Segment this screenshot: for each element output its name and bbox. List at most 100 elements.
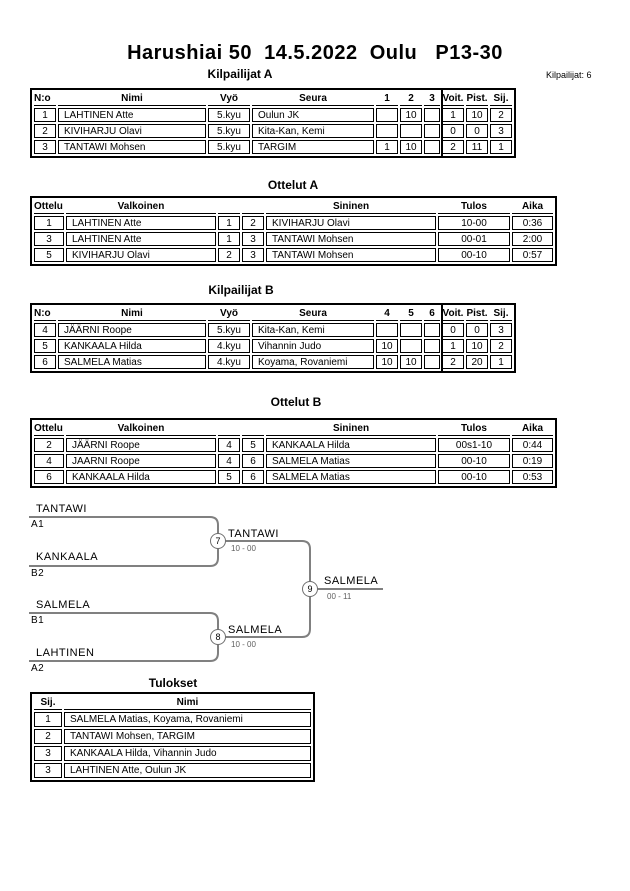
cell-match: 4	[34, 454, 64, 468]
col-header-m2: 5	[400, 307, 422, 321]
pool-b-heading: Kilpailijat B	[208, 283, 274, 297]
cell-match: 2	[34, 438, 64, 452]
cell-wins: 0	[442, 323, 464, 337]
bracket-slot-a1-seed: A1	[31, 519, 45, 530]
cell-wno: 1	[218, 216, 240, 230]
pool-a-table: N:o Nimi Vyö Seura 1 2 3 Voit. Pist. Sij…	[30, 88, 516, 158]
bracket-sf2-winner: SALMELA	[228, 624, 283, 636]
cell-name: TANTAWI Mohsen, TARGIM	[64, 729, 311, 744]
cell-white: KIVIHARJU Olavi	[66, 248, 216, 262]
results-heading: Tulokset	[148, 676, 198, 690]
cell-wins: 2	[442, 140, 464, 154]
cell-wins: 1	[442, 108, 464, 122]
cell-m1: 10	[376, 339, 398, 353]
cell-points: 10	[466, 108, 488, 122]
group-divider	[441, 88, 443, 158]
cell-blue: SALMELA Matias	[266, 454, 436, 468]
cell-result: 00s1-10	[438, 438, 510, 452]
cell-blue: SALMELA Matias	[266, 470, 436, 484]
cell-wins: 2	[442, 355, 464, 369]
cell-time: 2:00	[512, 232, 553, 246]
col-header-no: N:o	[34, 307, 56, 321]
bracket-sf1-winner: TANTAWI	[228, 528, 279, 540]
header-row: Ottelu Valkoinen Sininen Tulos Aika	[34, 422, 553, 436]
col-header-bno	[242, 200, 264, 214]
col-header-place: Sij.	[490, 307, 512, 321]
cell-result: 00-10	[438, 248, 510, 262]
cell-place: 2	[490, 108, 512, 122]
cell-club: Kita-Kan, Kemi	[252, 323, 374, 337]
cell-place: 2	[34, 729, 62, 744]
col-header-belt: Vyö	[208, 307, 250, 321]
cell-points: 10	[466, 339, 488, 353]
cell-no: 1	[34, 108, 56, 122]
matches-a-heading: Ottelut A	[267, 178, 319, 192]
bracket-lines	[29, 516, 383, 662]
header-row: Sij. Nimi	[34, 696, 311, 710]
cell-place: 3	[490, 323, 512, 337]
cell-result: 00-10	[438, 454, 510, 468]
cell-m3	[424, 108, 440, 122]
col-header-club: Seura	[252, 92, 374, 106]
cell-m2	[400, 323, 422, 337]
col-header-match: Ottelu	[34, 423, 64, 436]
col-header-m1: 4	[376, 307, 398, 321]
cell-points: 11	[466, 140, 488, 154]
cell-white: LAHTINEN Atte	[66, 232, 216, 246]
col-header-blue: Sininen	[266, 200, 436, 214]
cell-name: LAHTINEN Atte	[58, 108, 206, 122]
cell-blue: TANTAWI Mohsen	[266, 248, 436, 262]
col-header-time: Aika	[512, 422, 553, 436]
cell-belt: 5.kyu	[208, 140, 250, 154]
cell-no: 2	[34, 124, 56, 138]
cell-no: 6	[34, 355, 56, 369]
cell-match: 5	[34, 248, 64, 262]
col-header-time: Aika	[512, 200, 553, 214]
cell-wno: 2	[218, 248, 240, 262]
bracket-slot-a1-name: TANTAWI	[36, 503, 87, 515]
col-header-wins: Voit.	[442, 308, 464, 321]
cell-bno: 6	[242, 470, 264, 484]
bracket-slot-b2-name: KANKAALA	[36, 551, 99, 563]
bracket-sf2-score: 10 - 00	[231, 640, 256, 649]
col-header-wins: Voit.	[442, 93, 464, 106]
cell-belt: 5.kyu	[208, 323, 250, 337]
cell-club: TARGIM	[252, 140, 374, 154]
cell-match: 3	[34, 232, 64, 246]
cell-time: 0:57	[512, 248, 553, 262]
cell-belt: 5.kyu	[208, 108, 250, 122]
cell-wno: 1	[218, 232, 240, 246]
col-header-club: Seura	[252, 307, 374, 321]
group-divider	[441, 303, 443, 373]
header-row: N:o Nimi Vyö Seura 1 2 3 Voit. Pist. Sij…	[34, 92, 512, 106]
bracket-sf1-score: 10 - 00	[231, 544, 256, 553]
col-header-wno	[218, 422, 240, 436]
bracket-slot-a2-seed: A2	[31, 663, 45, 674]
col-header-place: Sij.	[34, 696, 62, 710]
cell-m1: 10	[376, 355, 398, 369]
col-header-wno	[218, 200, 240, 214]
cell-wins: 1	[442, 339, 464, 353]
cell-place: 3	[490, 124, 512, 138]
cell-wno: 5	[218, 470, 240, 484]
bracket-match-9-number: 9	[302, 581, 318, 597]
cell-m1	[376, 124, 398, 138]
cell-place: 1	[34, 712, 62, 727]
cell-club: Vihannin Judo	[252, 339, 374, 353]
cell-white: KANKAALA Hilda	[66, 470, 216, 484]
col-header-result: Tulos	[438, 422, 510, 436]
cell-no: 4	[34, 323, 56, 337]
col-header-white: Valkoinen	[66, 200, 216, 214]
col-header-points: Pist.	[466, 93, 488, 106]
cell-name: SALMELA Matias, Koyama, Rovaniemi	[64, 712, 311, 727]
cell-name: LAHTINEN Atte, Oulun JK	[64, 763, 311, 778]
cell-blue: TANTAWI Mohsen	[266, 232, 436, 246]
